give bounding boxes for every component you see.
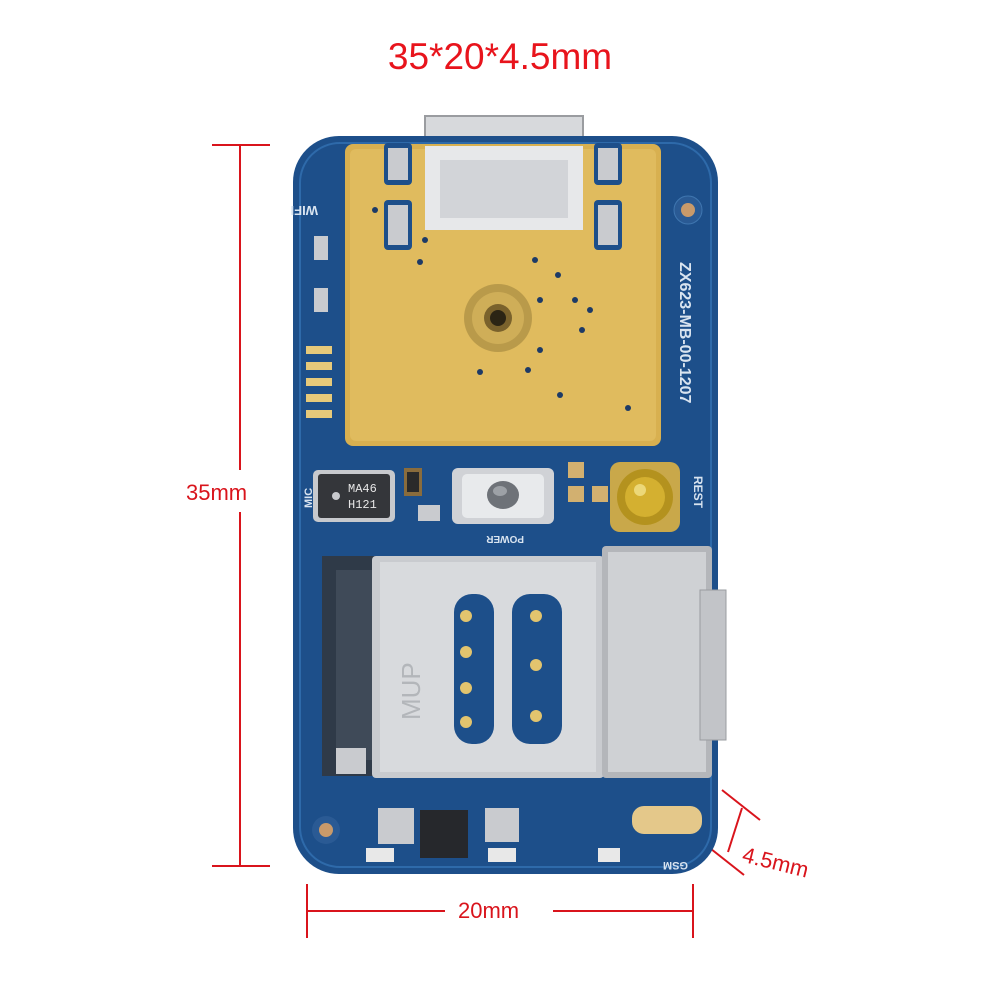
power-button [452,468,554,524]
wifi-label: WIFI [291,203,318,218]
gsm-label: GSM [663,859,688,871]
edge-pads [306,236,332,418]
rest-label: REST [691,476,705,509]
reset-button [610,462,680,532]
sim-card-slot: MUP [322,556,604,778]
chip-text-line2: H121 [348,498,377,512]
bottom-components [312,806,702,862]
height-dimension-line [212,144,270,867]
sim-brand-label: MUP [396,662,426,720]
model-number-label: ZX623-MB-00-1207 [676,262,693,404]
chip-text-line1: MA46 [348,482,377,496]
small-components [404,462,608,521]
width-dimension-line [306,884,694,938]
power-label: POWER [485,533,524,544]
microphone-chip: MA46 H121 [313,470,395,522]
width-dimension-label: 20mm [458,898,520,923]
micro-sd-slot [602,546,727,778]
gps-antenna-patch [345,143,661,446]
product-size-title: 35*20*4.5mm [387,36,613,77]
mic-label: MIC [303,488,315,508]
height-dimension-label: 35mm [186,480,248,505]
